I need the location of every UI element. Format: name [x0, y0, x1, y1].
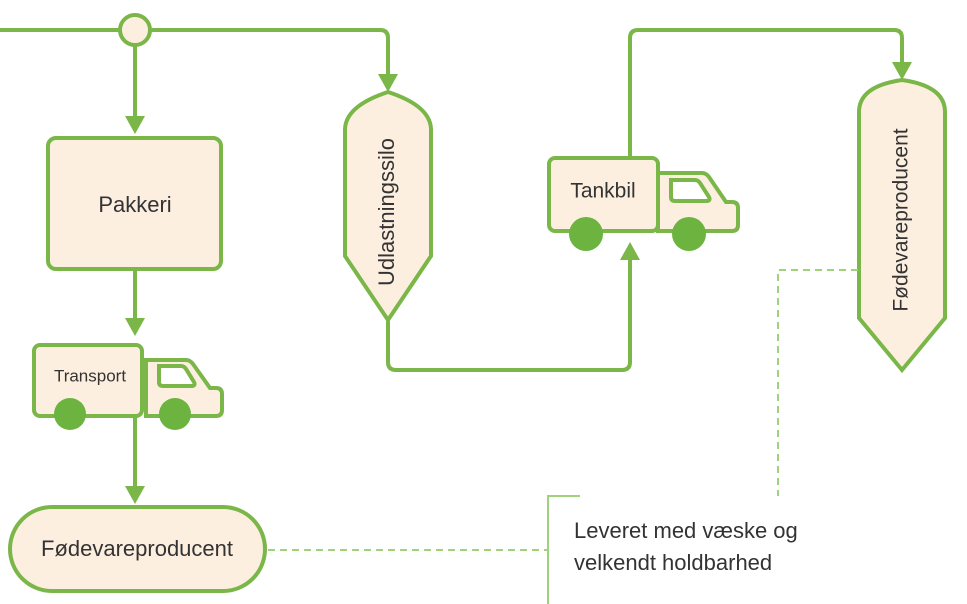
tanker-wheel-front	[672, 217, 706, 251]
annotation-line-2: velkendt holdbarhed	[574, 550, 772, 575]
transport-wheel-rear	[54, 398, 86, 430]
producer-right-label: Fødevareproducent	[890, 128, 913, 311]
tanker-truck[interactable]: Tankbil	[547, 156, 740, 251]
annotation-bracket	[547, 495, 580, 604]
annotation-connector-right	[777, 269, 858, 496]
transport-label: Transport	[54, 366, 126, 385]
silo-node[interactable]: Udlastningssilo	[343, 89, 433, 324]
arrowhead-pakkeri	[125, 116, 145, 134]
junction-node	[118, 13, 152, 47]
annotation-line-1: Leveret med væske og	[574, 518, 798, 543]
flow-tanker-to-producer	[628, 28, 904, 159]
arrowhead-producer-right	[892, 62, 912, 80]
tanker-window	[669, 178, 712, 203]
arrowheads	[125, 62, 912, 504]
producer-bottom-label: Fødevareproducent	[41, 536, 233, 561]
pakkeri-label: Pakkeri	[98, 192, 171, 217]
producer-right-shape	[857, 77, 947, 374]
silo-shape	[343, 89, 433, 324]
producer-bottom-node[interactable]: Fødevareproducent	[8, 505, 267, 593]
tanker-wheel-rear	[569, 217, 603, 251]
tanker-label: Tankbil	[570, 180, 635, 203]
flow-silo-to-tanker	[386, 256, 632, 372]
arrowhead-transport	[125, 318, 145, 336]
arrowhead-tanker	[620, 242, 640, 260]
producer-right-node[interactable]: Fødevareproducent	[857, 77, 947, 374]
transport-window	[157, 364, 197, 388]
flow-junction-to-silo	[150, 28, 390, 78]
tanker-cargo-box	[547, 156, 660, 233]
transport-truck[interactable]: Transport	[32, 343, 224, 430]
arrowhead-producer-bottom	[125, 486, 145, 504]
transport-cargo-box	[32, 343, 144, 418]
pakkeri-node[interactable]: Pakkeri	[46, 136, 223, 271]
flow-lines	[0, 28, 904, 492]
annotation: Leveret med væske og velkendt holdbarhed	[268, 269, 858, 604]
transport-wheel-front	[159, 398, 191, 430]
arrowhead-silo	[378, 74, 398, 92]
silo-label: Udlastningssilo	[374, 138, 399, 286]
